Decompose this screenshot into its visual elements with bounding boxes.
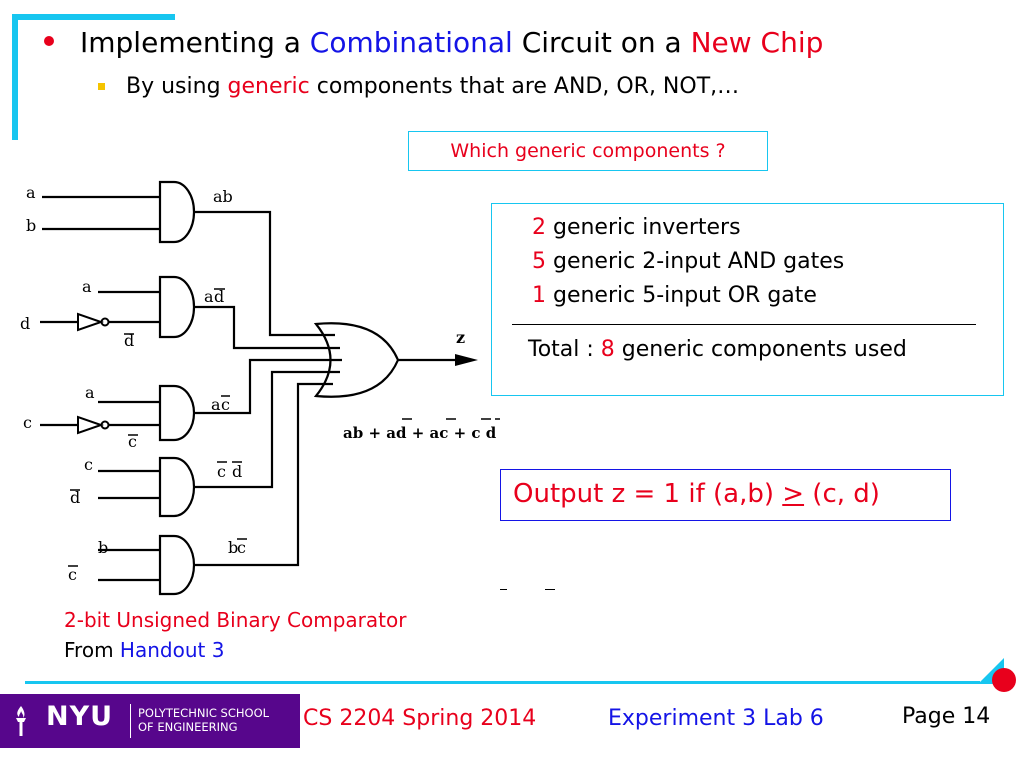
input-label: d: [20, 314, 30, 333]
corner-decoration-left: [12, 14, 18, 140]
input-label-complement: c: [68, 565, 77, 584]
input-label: a: [82, 277, 92, 296]
input-label-complement: d: [124, 331, 134, 350]
input-label-complement: c: [128, 432, 137, 451]
input-label: a: [26, 183, 36, 202]
greater-equal-symbol: >: [782, 479, 805, 509]
footer-experiment: Experiment 3 Lab 6: [608, 706, 824, 731]
gate-output-label: c: [237, 538, 246, 557]
svg-text:ab + ad + ac + c d + bc: ab + ad + ac + c d + bc: [343, 424, 500, 442]
or-gate: [313, 322, 400, 398]
gate-output-label: c: [221, 395, 230, 414]
gate-output-label: b: [228, 538, 238, 557]
summary-and-gates: 5 generic 2-input AND gates: [532, 249, 845, 274]
and-gate-3: [158, 384, 196, 442]
circuit-source: From Handout 3: [64, 638, 225, 662]
nyu-logo: NYU POLYTECHNIC SCHOOL OF ENGINEERING: [0, 694, 300, 748]
logic-circuit-diagram: a b a d d a c c c d b c ab a d a c c d b…: [20, 180, 500, 596]
summary-or-gate: 1 generic 5-input OR gate: [532, 283, 817, 308]
question-box: Which generic components ?: [408, 131, 768, 171]
torch-icon: [16, 706, 26, 736]
overbar: [500, 589, 507, 590]
page-number: Page 14: [902, 704, 991, 729]
input-label: b: [26, 216, 36, 235]
input-label: c: [23, 413, 32, 432]
gate-output-label: a: [211, 395, 221, 414]
gate-output-label: d: [214, 287, 224, 306]
and-gate-5: [158, 534, 196, 596]
footer-corner-decoration: [978, 658, 1016, 692]
input-label: c: [84, 455, 93, 474]
slide-subtitle: By using generic components that are AND…: [126, 74, 740, 99]
input-label: b: [98, 538, 108, 557]
nyu-wordmark: NYU: [46, 701, 114, 732]
component-summary-box: 2 generic inverters 5 generic 2-input AN…: [491, 203, 1004, 396]
circuit-caption: 2-bit Unsigned Binary Comparator: [64, 608, 407, 632]
gate-output-label: d: [232, 462, 242, 481]
gate-output-label: ab: [213, 187, 233, 206]
overbar: [545, 589, 555, 590]
logo-divider: [130, 704, 131, 738]
and-gate-2: [158, 275, 196, 339]
footer-divider: [25, 681, 980, 684]
summary-total: Total : 8 generic components used: [528, 337, 907, 362]
bullet-dot: [44, 36, 54, 46]
and-gate-4: [158, 456, 196, 518]
sub-bullet-square: [98, 83, 105, 90]
summary-inverters: 2 generic inverters: [532, 215, 741, 240]
output-z-label: z: [456, 328, 465, 347]
school-name: POLYTECHNIC SCHOOL OF ENGINEERING: [138, 706, 270, 734]
corner-decoration-top: [12, 14, 175, 20]
footer-course: CS 2204 Spring 2014: [303, 706, 537, 731]
boolean-expression: ab + ad + ac + c d + bc: [343, 424, 500, 442]
gate-output-label: a: [204, 287, 214, 306]
gate-output-label: c: [217, 462, 226, 481]
inverter-1: [77, 312, 105, 332]
input-label-complement: d: [70, 488, 80, 507]
and-gate-1: [158, 180, 196, 244]
input-label: a: [85, 383, 95, 402]
output-condition-box: Output z = 1 if (a,b) > (c, d): [500, 469, 951, 521]
slide-title: Implementing a Combinational Circuit on …: [80, 26, 824, 59]
inverter-2: [77, 415, 105, 435]
summary-divider: [512, 324, 976, 325]
